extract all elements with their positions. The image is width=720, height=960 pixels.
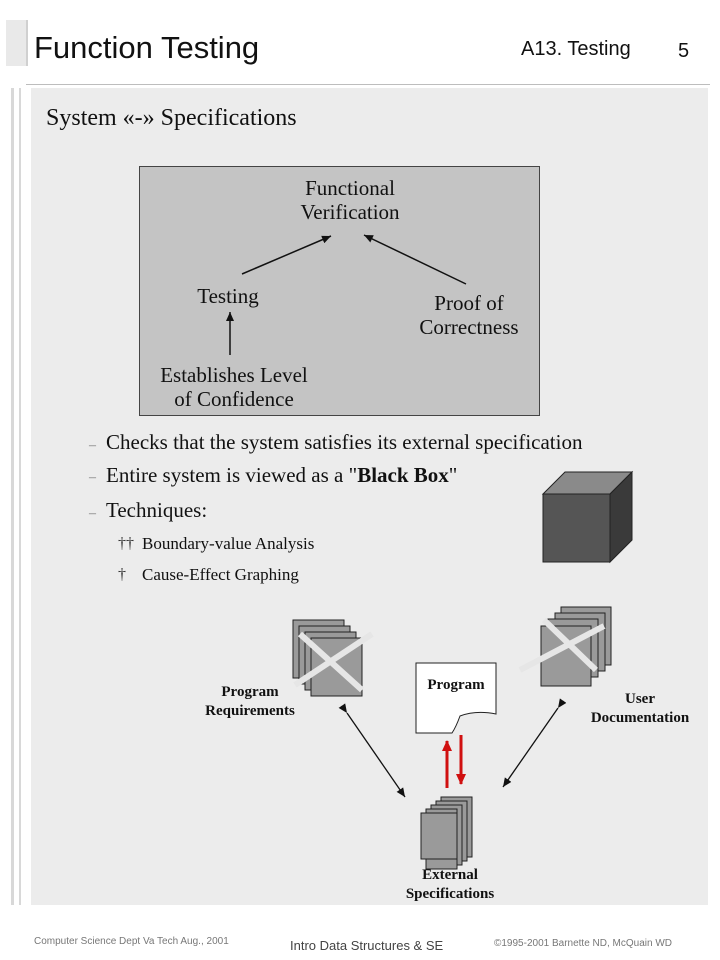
footer-right: ©1995-2001 Barnette ND, McQuain WD bbox=[494, 938, 673, 949]
user-documentation-label: User Documentation bbox=[572, 690, 708, 728]
bullet-marker: – bbox=[89, 470, 96, 485]
confidence-line-2: of Confidence bbox=[174, 387, 294, 411]
program-document-icon bbox=[415, 662, 497, 734]
footer-center: Intro Data Structures & SE bbox=[290, 938, 444, 953]
technique-marker: †† bbox=[118, 535, 134, 552]
documentation-specs-arrow bbox=[502, 698, 567, 788]
slide-title: Function Testing bbox=[34, 30, 260, 65]
functional-verification-line-1: Functional bbox=[305, 176, 395, 200]
bullet-marker: – bbox=[89, 506, 96, 521]
slide-heading: System «-» Specifications bbox=[46, 105, 297, 131]
program-requirements-line-1: Program bbox=[221, 684, 279, 700]
left-rule bbox=[11, 88, 14, 905]
left-rule bbox=[19, 88, 21, 905]
program-requirements-label: Program Requirements bbox=[180, 683, 320, 721]
testing-to-verification-arrow bbox=[241, 235, 332, 275]
header-divider bbox=[26, 84, 710, 85]
user-documentation-line-2: Documentation bbox=[590, 710, 690, 726]
proof-line-2: Correctness bbox=[419, 315, 519, 339]
external-specifications-line-1: External bbox=[422, 867, 478, 883]
user-documentation-line-1: User bbox=[625, 691, 655, 707]
user-documentation-stack-icon bbox=[518, 606, 612, 687]
program-label: Program bbox=[427, 677, 485, 693]
bullet-black-box-pre: Entire system is viewed as a " bbox=[106, 463, 358, 487]
external-specifications-line-2: Specifications bbox=[405, 886, 495, 902]
bullet-black-box: Entire system is viewed as a "Black Box" bbox=[106, 463, 457, 488]
external-specifications-stack-icon bbox=[420, 796, 473, 870]
establishes-confidence-label: Establishes Level of Confidence bbox=[134, 363, 334, 411]
section-label: A13. Testing bbox=[521, 38, 631, 60]
functional-verification-line-2: Verification bbox=[300, 200, 400, 224]
external-specifications-label: External Specifications bbox=[385, 866, 515, 904]
bullet-checks-text: Checks that the system satisfies its ext… bbox=[106, 430, 583, 454]
bullet-checks: Checks that the system satisfies its ext… bbox=[106, 430, 582, 455]
header-left-bar bbox=[6, 20, 28, 66]
page-number: 5 bbox=[678, 40, 690, 62]
testing-label: Testing bbox=[197, 284, 259, 308]
program-requirements-line-2: Requirements bbox=[205, 703, 295, 719]
proof-to-verification-arrow bbox=[363, 234, 467, 285]
technique-boundary-value: Boundary-value Analysis bbox=[142, 534, 315, 553]
bullet-techniques: Techniques: bbox=[106, 498, 207, 523]
bullet-techniques-text: Techniques: bbox=[106, 498, 208, 522]
confidence-line-1: Establishes Level bbox=[160, 363, 308, 387]
technique-cause-effect: Cause-Effect Graphing bbox=[142, 565, 299, 584]
bullet-marker: – bbox=[89, 438, 96, 453]
technique-marker: † bbox=[118, 566, 126, 583]
footer-left: Computer Science Dept Va Tech Aug., 2001 bbox=[34, 936, 229, 947]
requirements-specs-arrow bbox=[338, 703, 406, 798]
black-box-cube-icon bbox=[541, 470, 634, 564]
proof-line-1: Proof of bbox=[434, 291, 504, 315]
program-requirements-stack-icon bbox=[292, 619, 374, 697]
verification-diagram bbox=[139, 166, 540, 416]
proof-of-correctness-label: Proof of Correctness bbox=[404, 291, 534, 339]
bullet-black-box-bold: Black Box bbox=[357, 463, 449, 487]
functional-verification-label: Functional Verification bbox=[240, 176, 460, 224]
bullet-black-box-post: " bbox=[448, 463, 458, 487]
